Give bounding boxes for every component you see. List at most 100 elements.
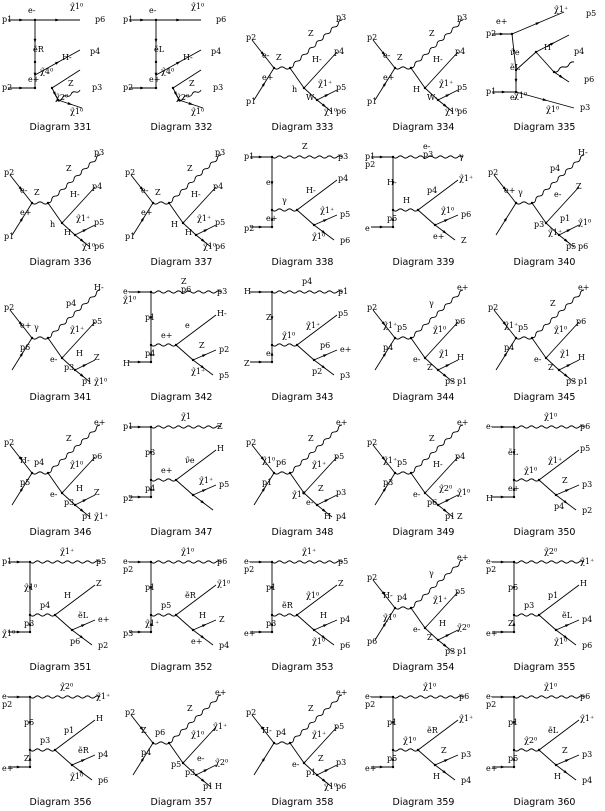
scalar-line: [535, 51, 555, 73]
arrow-head-icon: [33, 72, 37, 78]
vertex: [514, 68, 518, 72]
particle-label: p1: [486, 87, 496, 96]
particle-label: p4: [397, 593, 407, 602]
particle-label: p4: [145, 349, 155, 358]
diagram-caption: Diagram 351: [29, 662, 92, 673]
particle-label: p1: [125, 232, 135, 241]
vertex: [60, 221, 64, 225]
particle-label: p2: [244, 565, 254, 574]
particle-label: χ̃1⁰: [324, 782, 337, 791]
particle-label: p2: [246, 33, 256, 42]
particle-label: H-: [20, 456, 30, 465]
scalar-line: [545, 222, 560, 236]
scalar-line: [417, 719, 459, 751]
particle-label: ẽL: [510, 63, 521, 72]
vertex: [409, 336, 413, 340]
vertex: [302, 761, 306, 765]
arrow-head-icon: [321, 103, 327, 108]
arrow-head-icon: [149, 485, 153, 491]
arrow-head-icon: [379, 225, 385, 229]
vertex: [436, 638, 440, 642]
particle-label: e+: [504, 186, 515, 195]
particle-label: χ̃1⁺: [320, 206, 334, 215]
particle-label: p2: [365, 700, 375, 709]
arrow-head-icon: [33, 38, 37, 44]
particle-label: e: [266, 349, 271, 358]
particle-label: H: [320, 611, 327, 620]
boson-line: [553, 61, 575, 73]
arrow-head-icon: [503, 351, 508, 357]
particle-label: e-: [28, 6, 36, 15]
particle-label: p5: [397, 323, 407, 332]
scalar-line: [54, 719, 96, 751]
arrow-head-icon: [500, 695, 506, 699]
particle-label: p3: [217, 287, 227, 296]
arrow-head-icon: [82, 498, 88, 503]
vertex: [73, 368, 77, 372]
vertex: [423, 86, 427, 90]
particle-label: p2: [4, 303, 14, 312]
particle-label: p2: [4, 438, 14, 447]
scalar-line: [417, 179, 459, 211]
boson-line: [178, 89, 202, 101]
particle-label: p1: [338, 287, 348, 296]
diagram-caption: Diagram 350: [513, 527, 576, 538]
particle-label: e+: [336, 418, 347, 427]
particle-label: γ: [518, 188, 523, 197]
vertex: [270, 290, 274, 294]
vertex: [30, 471, 34, 475]
scalar-line: [303, 87, 318, 101]
particle-label: p1: [145, 313, 155, 322]
particle-label: χ̃2⁰: [55, 93, 68, 102]
particle-label: Z: [141, 726, 147, 735]
particle-label: H: [433, 772, 440, 781]
particle-label: Z: [427, 363, 433, 372]
vertex: [167, 201, 171, 205]
diagram-caption: Diagram 335: [513, 122, 576, 133]
particle-label: e+: [508, 484, 519, 493]
scalar-line: [424, 87, 439, 101]
vertex: [530, 336, 534, 340]
particle-label: χ̃1⁺: [554, 5, 568, 14]
particle-label: p3: [123, 629, 133, 638]
vertex: [554, 628, 558, 632]
particle-label: e-: [123, 287, 131, 296]
particle-label: χ̃1⁰: [70, 2, 83, 11]
vertex: [409, 66, 413, 70]
particle-label: p4: [338, 174, 348, 183]
arrow-head-icon: [391, 181, 395, 187]
arrow-head-icon: [445, 93, 451, 98]
diagram-caption: Diagram 353: [271, 662, 334, 673]
boson-line: [392, 155, 464, 159]
arrow-head-icon: [140, 216, 145, 222]
scalar-line: [303, 762, 318, 776]
scalar-line: [51, 69, 81, 89]
vertex: [557, 368, 561, 372]
particle-label: Z: [550, 299, 556, 308]
particle-label: Z: [34, 188, 40, 197]
diagram-caption: Diagram 339: [392, 257, 455, 268]
particle-label: p5: [566, 242, 576, 251]
particle-label: e+: [340, 345, 351, 354]
arrow-head-icon: [512, 485, 516, 491]
particle-label: p2: [2, 83, 12, 92]
particle-label: e+: [2, 764, 13, 773]
particle-label: e-: [486, 692, 494, 701]
vertex: [270, 630, 274, 634]
diagram-caption: Diagram 332: [150, 122, 213, 133]
particle-label: p5: [219, 371, 229, 380]
particle-label: p4: [461, 776, 471, 785]
arrow-head-icon: [321, 230, 327, 235]
particle-label: Z: [429, 29, 435, 38]
scalar-line: [303, 456, 338, 494]
arrow-head-icon: [270, 316, 274, 322]
